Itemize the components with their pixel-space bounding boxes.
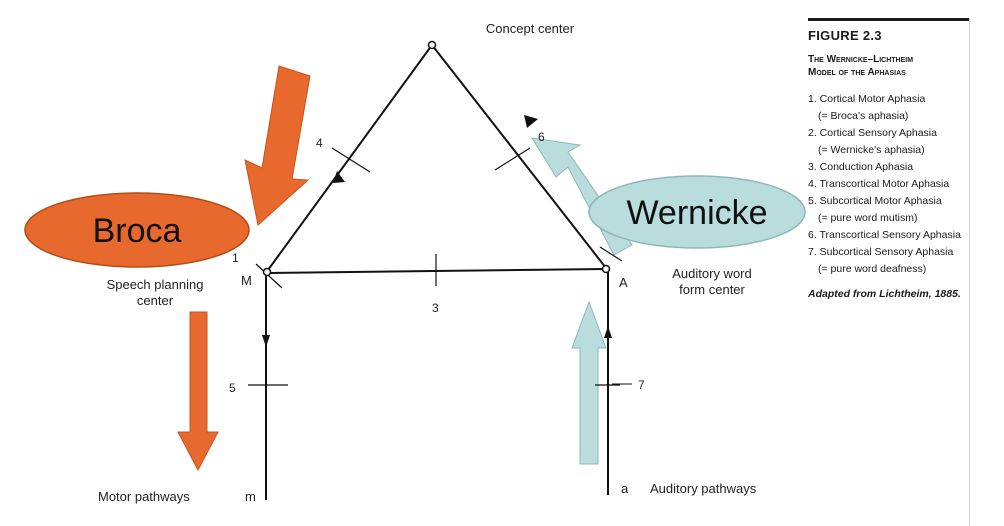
aphasia-item: 7. Subcortical Sensory Aphasia (= pure wo…: [808, 244, 978, 278]
aphasia-item: 6. Transcortical Sensory Aphasia: [808, 227, 978, 244]
aphasia-item-sub: (= pure word deafness): [818, 263, 927, 275]
wernicke-label: Wernicke: [626, 194, 767, 232]
arrowhead-auditory-to-concept: [524, 115, 538, 128]
auditory-word-form-label-line2: form center: [679, 282, 745, 297]
lesion-tick-4: [331, 147, 371, 173]
aphasia-item-sub: (= Broca's aphasia): [818, 110, 909, 122]
figure-title-line1: The Wernicke–Lichtheim: [808, 54, 914, 65]
concept-center-label: Concept center: [486, 21, 575, 36]
figure-number: FIGURE 2.3: [808, 28, 882, 43]
lesion-tick-6: [494, 147, 531, 171]
auditory-word-form-label-line1: Auditory word: [672, 266, 751, 281]
lesion-number-3: 3: [432, 301, 439, 315]
broca-lower-arrow: [177, 311, 219, 472]
broca-ellipse: [24, 192, 250, 268]
path-concept-to-motor: [267, 44, 433, 271]
aphasia-item-sub: (= pure word mutism): [818, 212, 918, 224]
figure-title-line2: Model of the Aphasias: [808, 67, 906, 78]
aphasia-item-main: 1. Cortical Motor Aphasia: [808, 93, 926, 105]
wernicke-ellipse: [588, 175, 806, 249]
motor-path-letter: m: [245, 489, 256, 504]
aphasia-item-main: 6. Transcortical Sensory Aphasia: [808, 229, 961, 241]
broca-upper-arrow: [244, 65, 311, 226]
node-motor-center: [262, 267, 272, 277]
arrowhead-concept-to-motor: [333, 171, 345, 183]
aphasia-item: 3. Conduction Aphasia: [808, 159, 978, 176]
lesion-number-1: 1: [232, 251, 239, 265]
node-auditory-center: [601, 264, 611, 274]
caption-top-rule: [808, 18, 969, 21]
aphasia-item: 5. Subcortical Motor Aphasia (= pure word…: [808, 193, 978, 227]
aphasia-item-main: 3. Conduction Aphasia: [808, 161, 914, 173]
aphasia-item-sub: (= Wernicke's aphasia): [818, 144, 925, 156]
aphasia-item: 1. Cortical Motor Aphasia (= Broca's apha…: [808, 91, 978, 125]
lesion-number-5: 5: [229, 381, 236, 395]
aphasia-item-main: 4. Transcortical Motor Aphasia: [808, 178, 950, 190]
broca-label: Broca: [93, 212, 182, 250]
wernicke-lower-arrow: [571, 300, 607, 465]
auditory-path-letter: a: [621, 481, 629, 496]
lesion-number-6: 6: [538, 130, 545, 144]
lesion-number-7: 7: [638, 378, 645, 392]
figure-source: Adapted from Lichtheim, 1885.: [808, 288, 961, 300]
lesion-tick-2: [599, 246, 623, 262]
lesion-tick-1: [255, 263, 283, 289]
lesion-number-4: 4: [316, 136, 323, 150]
motor-pathways-label: Motor pathways: [98, 489, 190, 504]
arrowhead-auditory-input: [604, 326, 612, 338]
motor-letter: M: [241, 273, 252, 288]
aphasia-item-main: 7. Subcortical Sensory Aphasia: [808, 246, 954, 258]
aphasia-list: 1. Cortical Motor Aphasia (= Broca's apha…: [808, 91, 978, 278]
path-auditory-to-motor: [267, 268, 607, 274]
aphasia-item: 4. Transcortical Motor Aphasia: [808, 176, 978, 193]
aphasia-item-main: 5. Subcortical Motor Aphasia: [808, 195, 942, 207]
path-auditory-to-concept: [431, 44, 607, 269]
speech-planning-label-line1: Speech planning: [107, 277, 204, 292]
node-concept-center: [427, 40, 437, 50]
aphasia-item-main: 2. Cortical Sensory Aphasia: [808, 127, 937, 139]
aphasia-item: 2. Cortical Sensory Aphasia (= Wernicke's…: [808, 125, 978, 159]
figure-title: The Wernicke–Lichtheim Model of the Apha…: [808, 53, 978, 79]
caption-side-rule: [969, 18, 970, 526]
arrowhead-motor-output: [262, 335, 270, 347]
figure-caption: FIGURE 2.3 The Wernicke–Lichtheim Model …: [808, 28, 978, 300]
auditory-pathways-label: Auditory pathways: [650, 481, 757, 496]
auditory-letter: A: [619, 275, 628, 290]
speech-planning-label-line2: center: [137, 293, 174, 308]
